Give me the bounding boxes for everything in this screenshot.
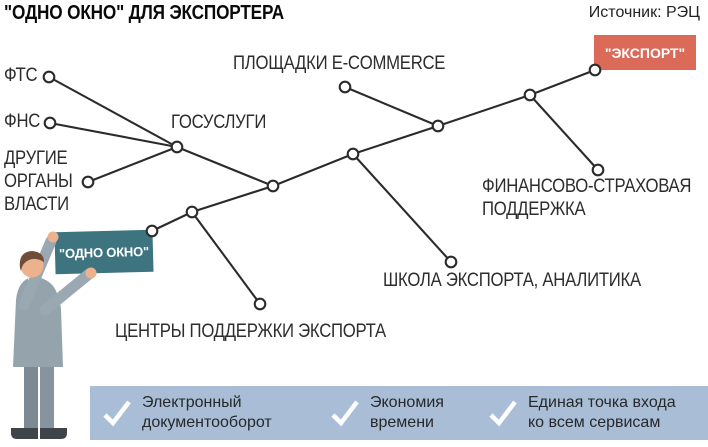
benefit-item: Экономия времени: [330, 386, 470, 440]
check-icon: [103, 400, 131, 427]
person-right-hand: [85, 267, 97, 279]
label-gosuslugi: ГОСУСЛУГИ: [171, 112, 267, 133]
export-badge: "ЭКСПОРТ": [594, 35, 696, 70]
person-shoe-left: [11, 428, 38, 439]
benefit-label: Единая точка входа ко всем сервисам: [528, 394, 676, 431]
label-fns: ФНС: [4, 111, 41, 132]
label-centers: ЦЕНТРЫ ПОДДЕРЖКИ ЭКСПОРТА: [115, 321, 386, 342]
export-badge-label: "ЭКСПОРТ": [604, 44, 686, 61]
label-school: ШКОЛА ЭКСПОРТА, АНАЛИТИКА: [383, 270, 641, 291]
person-hair: [19, 251, 44, 271]
benefit-label: Электронный документооборот: [142, 394, 272, 431]
label-other-authorities: ДРУГИЕ ОРГАНЫ ВЛАСТИ: [4, 148, 73, 215]
check-icon: [331, 400, 359, 427]
page-title: "ОДНО ОКНО" ДЛЯ ЭКСПОРТЕРА: [4, 2, 285, 24]
label-fts: ФТС: [4, 65, 38, 86]
check-icon: [489, 400, 517, 427]
person-leg-left: [24, 363, 38, 429]
person-right-arm: [39, 268, 95, 316]
benefit-label: Экономия времени: [370, 394, 444, 431]
person-leg-right: [40, 363, 54, 429]
benefit-item: Единая точка входа ко всем сервисам: [488, 386, 688, 440]
label-ecommerce: ПЛОЩАДКИ E-COMMERCE: [233, 53, 446, 74]
source-label: Источник: РЭЦ: [588, 4, 700, 21]
person-illustration: [11, 231, 97, 439]
benefits-bar: Электронный документооборот Экономия вре…: [90, 386, 708, 440]
label-finance: ФИНАНСОВО-СТРАХОВАЯ ПОДДЕРЖКА: [482, 176, 692, 220]
benefit-item: Электронный документооборот: [102, 386, 292, 440]
person-left-hand: [47, 231, 59, 243]
person-torso: [13, 277, 63, 367]
person-shoe-right: [40, 428, 67, 439]
